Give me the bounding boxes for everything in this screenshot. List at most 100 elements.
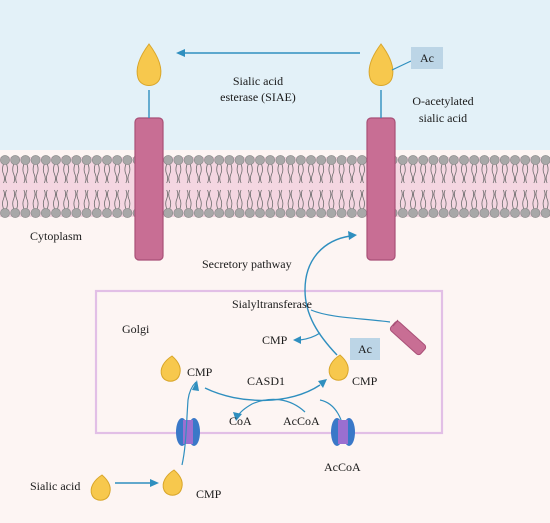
lipid-head: [51, 208, 61, 218]
lipid-head: [193, 208, 204, 218]
lipid-tail: [399, 163, 406, 184]
lipid-tail: [185, 163, 192, 184]
cmp-activation-arrowhead: [150, 479, 159, 487]
lipid-head: [397, 155, 408, 165]
secretory-arrowhead: [348, 231, 357, 240]
golgi-label: Golgi: [122, 322, 150, 336]
lipid-head: [428, 208, 439, 218]
lipid-head: [418, 208, 429, 218]
accoa-coa-arrowhead: [233, 412, 242, 421]
lipid-head: [540, 155, 550, 165]
lipid-head: [112, 155, 123, 165]
lipid-tail: [338, 189, 345, 210]
lipid-head: [316, 155, 327, 165]
lipid-tail: [410, 189, 416, 210]
lipid-tail: [461, 163, 467, 184]
lipid-head: [214, 208, 225, 218]
lipid-tail: [12, 189, 19, 210]
lipid-tail: [471, 163, 478, 184]
lipid-head: [0, 155, 10, 165]
lipid-head: [61, 208, 72, 218]
lipid-tail: [522, 163, 529, 184]
lipid-tail: [124, 163, 131, 184]
lipid-tail: [246, 189, 253, 210]
lipid-head: [183, 155, 194, 165]
lipid-head: [51, 155, 61, 165]
lipid-tail: [53, 163, 59, 184]
lipid-tail: [542, 189, 549, 210]
lipid-head: [397, 208, 408, 218]
glycoprotein-right: [366, 117, 396, 261]
lipid-tail: [501, 163, 508, 184]
lipid-head: [214, 155, 225, 165]
lipid-head: [357, 155, 367, 165]
secretory-pathway-label: Secretory pathway: [202, 257, 292, 271]
lipid-head: [255, 155, 265, 165]
lipid-head: [10, 208, 21, 218]
lipid-head: [357, 208, 367, 218]
lipid-tail: [359, 189, 365, 210]
cmp-left-label: CMP: [187, 365, 213, 379]
lipid-tail: [236, 163, 243, 184]
lipid-tail: [175, 163, 182, 184]
oacetylated-label-line2: sialic acid: [419, 111, 467, 125]
lipid-tail: [104, 189, 110, 210]
lipid-tail: [185, 189, 192, 210]
membrane-core: [0, 157, 550, 217]
glycoprotein-left: [134, 117, 164, 261]
lipid-tail: [165, 189, 172, 210]
lipid-head: [530, 208, 541, 218]
lipid-tail: [206, 163, 212, 184]
lipid-head: [40, 208, 51, 218]
cmp-bottom-label: CMP: [196, 487, 222, 501]
lipid-head: [428, 155, 439, 165]
lipid-tail: [2, 189, 8, 210]
lipid-head: [102, 208, 112, 218]
acetyl-tag-icon: [350, 338, 380, 360]
lipid-tail: [440, 189, 447, 210]
lipid-head: [346, 208, 357, 218]
lipid-tail: [267, 163, 274, 184]
lipid-tail: [318, 163, 325, 184]
lipid-tail: [481, 189, 488, 210]
sialyltransferase-stub: [392, 319, 399, 327]
lipid-tail: [83, 163, 90, 184]
lipid-head: [40, 155, 51, 165]
lipid-tail: [73, 163, 80, 184]
cmp-released-label: CMP: [262, 333, 288, 347]
sialic-acid-label: Sialic acid: [30, 479, 80, 493]
lipid-head: [234, 155, 245, 165]
lipid-head: [438, 208, 449, 218]
lipid-head: [224, 208, 235, 218]
cmp-sialic-import-arrowhead: [192, 380, 199, 391]
lipid-tail: [12, 163, 19, 184]
lipid-head: [479, 208, 490, 218]
lipid-tail: [318, 189, 325, 210]
lipid-head: [489, 155, 500, 165]
lipid-head: [316, 208, 327, 218]
siae-arrowhead: [176, 49, 185, 57]
lipid-tail: [267, 189, 274, 210]
lipid-head: [459, 208, 469, 218]
accoa-bottom-label: AcCoA: [324, 460, 361, 474]
lipid-tail: [308, 189, 314, 210]
sialyltransferase-label: Sialyltransferase: [232, 297, 312, 311]
lipid-head: [275, 208, 286, 218]
lipid-tail: [257, 163, 263, 184]
lipid-tail: [53, 189, 59, 210]
lipid-tail: [32, 189, 39, 210]
acetyl-bond-top: [391, 60, 412, 71]
lipid-tail: [226, 189, 233, 210]
lipid-head: [30, 208, 41, 218]
lipid-tail: [287, 163, 294, 184]
lipid-tail: [175, 189, 182, 210]
lipid-tail: [399, 189, 406, 210]
lipid-head: [112, 208, 123, 218]
lipid-tail: [287, 189, 294, 210]
lipid-head: [346, 155, 357, 165]
lipid-head: [336, 155, 347, 165]
lipid-head: [20, 208, 31, 218]
lipid-head: [520, 208, 531, 218]
lipid-head: [173, 155, 184, 165]
casd1-arrowhead: [318, 379, 327, 388]
